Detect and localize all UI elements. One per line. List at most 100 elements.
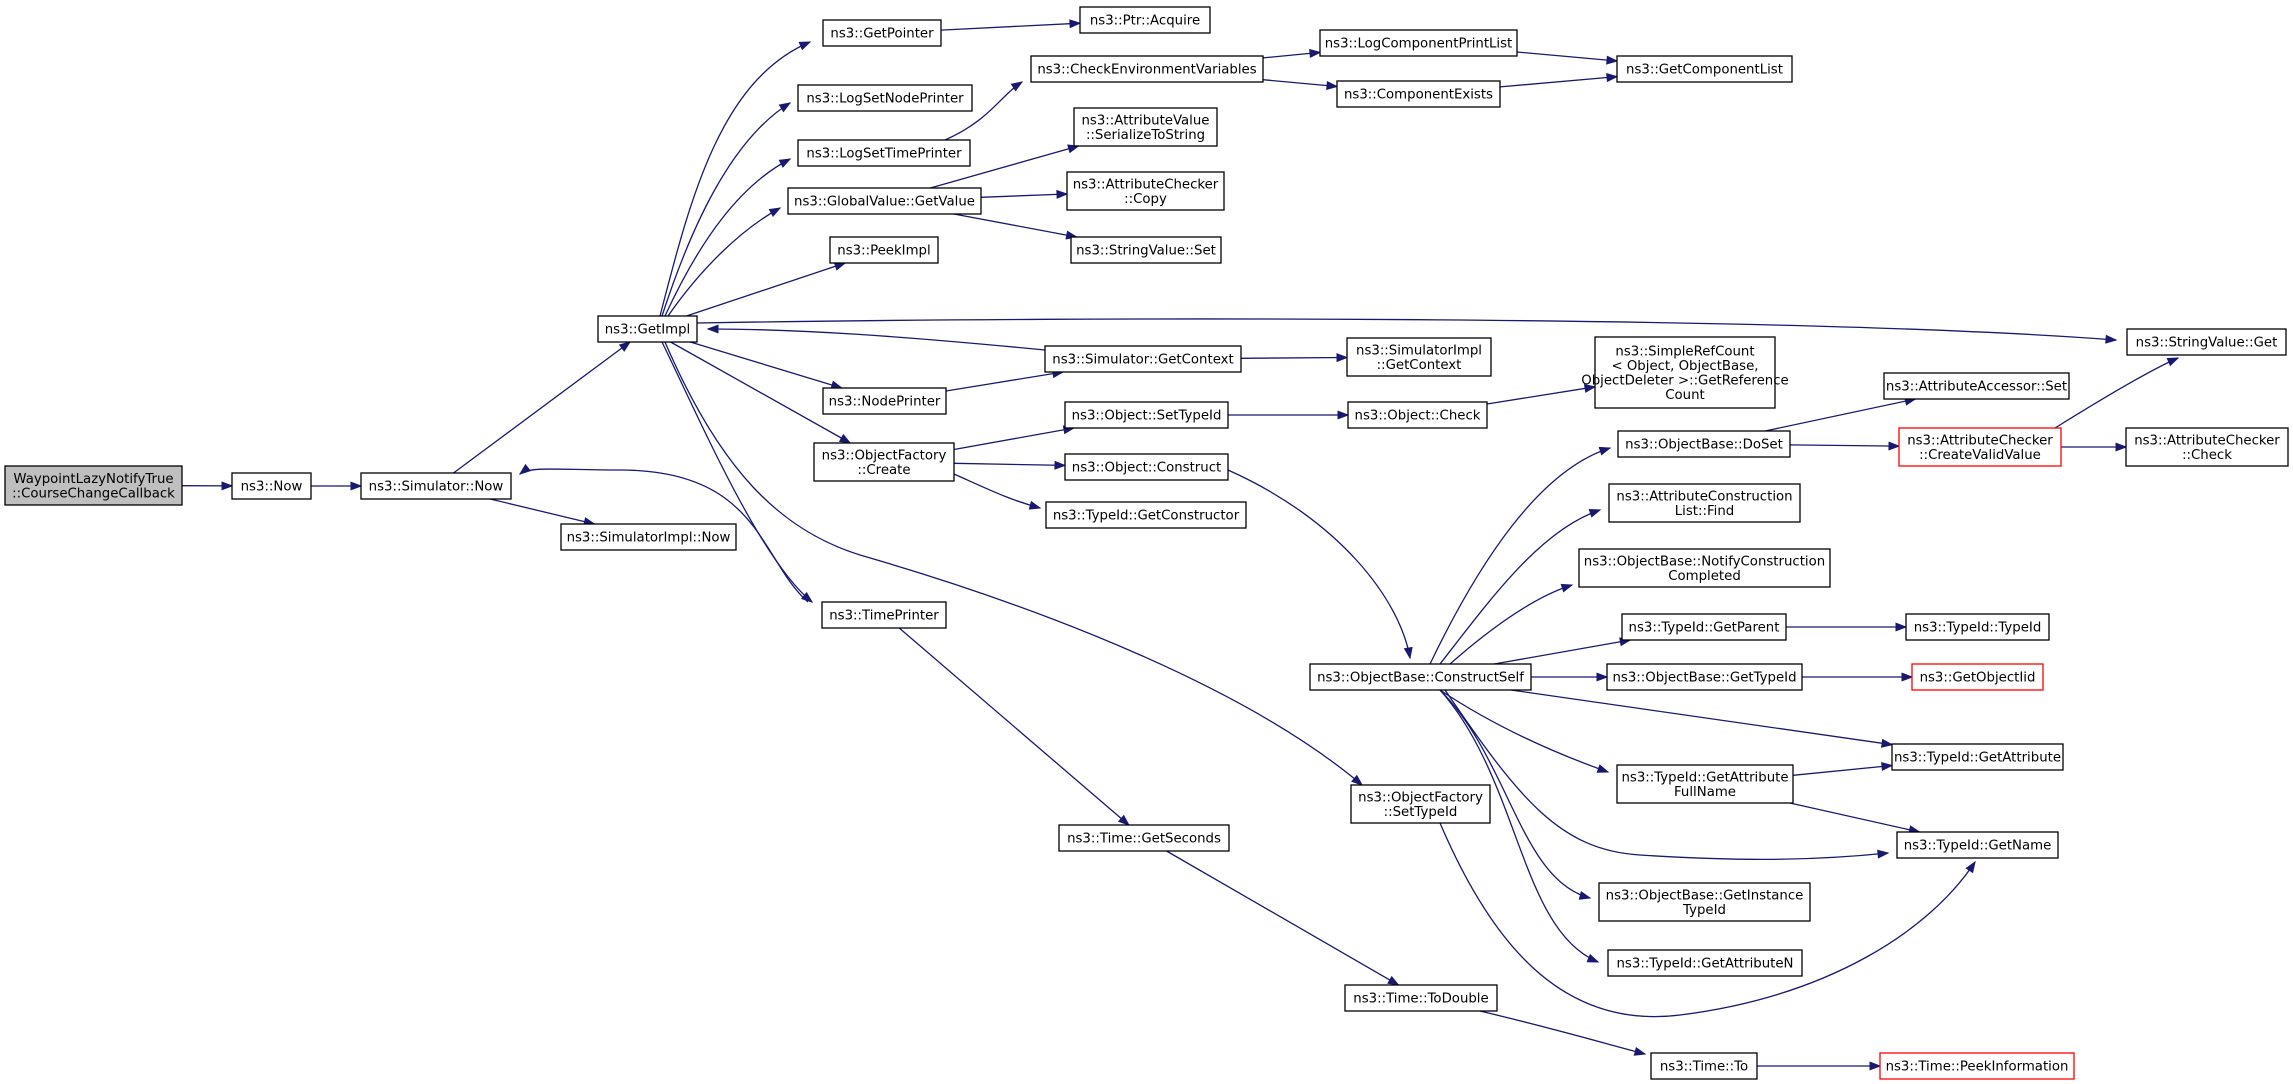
node-getimpl[interactable]: ns3::GetImpl <box>597 315 698 343</box>
edge-getimpl-to-of_create <box>670 341 852 444</box>
node-label: ns3::AttributeConstruction <box>1616 489 1792 504</box>
node-label: ns3::SimpleRefCount <box>1615 344 1754 359</box>
node-ptr-acquire[interactable]: ns3::Ptr::Acquire <box>1079 6 1211 34</box>
node-time-to[interactable]: ns3::Time::To <box>1650 1052 1758 1080</box>
node-label: ns3::Simulator::Now <box>369 480 504 495</box>
edge-getimpl-to-nodeprinter <box>690 341 844 390</box>
node-ob-notify[interactable]: ns3::ObjectBase::NotifyConstructionCompl… <box>1578 548 1831 588</box>
node-typeid-getparent[interactable]: ns3::TypeId::GetParent <box>1621 613 1787 641</box>
edge-typeid_getattrfullname-to-typeid_getname <box>1789 802 1921 835</box>
node-peekimpl[interactable]: ns3::PeekImpl <box>829 236 939 264</box>
node-timeprinter[interactable]: ns3::TimePrinter <box>821 601 947 629</box>
node-label: ns3::GetImpl <box>605 323 690 338</box>
node-label: ns3::GetComponentList <box>1626 63 1783 78</box>
node-ob-doset[interactable]: ns3::ObjectBase::DoSet <box>1617 430 1791 458</box>
node-typeid-getconstructor[interactable]: ns3::TypeId::GetConstructor <box>1045 501 1247 529</box>
node-box <box>1044 345 1242 373</box>
edge-logtimeprinter-to-checkenv <box>944 81 1024 141</box>
node-sim-getcontext[interactable]: ns3::Simulator::GetContext <box>1044 345 1242 373</box>
node-logtimeprinter[interactable]: ns3::LogSetTimePrinter <box>797 139 971 167</box>
node-box <box>1066 171 1225 211</box>
node-label: ns3::Now <box>241 480 303 495</box>
node-lognodeprinter[interactable]: ns3::LogSetNodePrinter <box>797 84 973 112</box>
node-label: ns3::ObjectFactory <box>1358 790 1483 805</box>
node-box <box>1617 430 1791 458</box>
node-logcompprint[interactable]: ns3::LogComponentPrintList <box>1319 29 1518 57</box>
node-root[interactable]: WaypointLazyNotifyTrue::CourseChangeCall… <box>4 465 183 506</box>
edge-typeid_getattrfullname-to-typeid_getattribute <box>1792 762 1894 776</box>
node-sv-get[interactable]: ns3::StringValue::Get <box>2126 328 2287 356</box>
node-label: ::Check <box>2182 448 2232 463</box>
node-time-todouble[interactable]: ns3::Time::ToDouble <box>1344 984 1498 1012</box>
node-obj-settypeid[interactable]: ns3::Object::SetTypeId <box>1064 401 1229 429</box>
node-obj-construct[interactable]: ns3::Object::Construct <box>1064 453 1229 481</box>
node-getcomplist[interactable]: ns3::GetComponentList <box>1616 55 1793 83</box>
node-typeid-typeid[interactable]: ns3::TypeId::TypeId <box>1905 613 2050 641</box>
node-label: ns3::Object::Check <box>1355 409 1481 424</box>
node-typeid-getattributen[interactable]: ns3::TypeId::GetAttributeN <box>1607 949 1803 977</box>
edge-getimpl-to-logtimeprinter <box>664 158 792 317</box>
node-box <box>829 236 939 264</box>
node-box <box>1911 663 2044 691</box>
node-label: ns3::AttributeAccessor::Set <box>1886 380 2067 395</box>
edge-ob_doset-to-attr_accessor_set <box>1764 396 1917 432</box>
node-ac-copy[interactable]: ns3::AttributeChecker::Copy <box>1066 171 1225 211</box>
node-time-getseconds[interactable]: ns3::Time::GetSeconds <box>1058 824 1230 852</box>
node-label: ns3::ObjectBase::GetInstance <box>1606 888 1804 903</box>
edge-ob_constructself-to-ob_getinstancetypeid <box>1439 689 1592 900</box>
node-attr-accessor-set[interactable]: ns3::AttributeAccessor::Set <box>1883 372 2070 400</box>
node-nodeprinter[interactable]: ns3::NodePrinter <box>822 387 947 415</box>
node-box <box>1064 401 1229 429</box>
node-ob-constructself[interactable]: ns3::ObjectBase::ConstructSelf <box>1309 663 1532 691</box>
node-label: WaypointLazyNotifyTrue <box>13 472 173 487</box>
node-time-peekinfo[interactable]: ns3::Time::PeekInformation <box>1879 1052 2075 1080</box>
edge-gv_getvalue-to-av_serialize <box>930 144 1080 189</box>
node-ac-createvalid[interactable]: ns3::AttributeChecker::CreateValidValue <box>1898 427 2062 467</box>
node-gv-getvalue[interactable]: ns3::GlobalValue::GetValue <box>787 187 982 215</box>
node-getobjectiid[interactable]: ns3::GetObjectIid <box>1911 663 2044 691</box>
edge-gv_getvalue-to-sv_set <box>953 213 1079 240</box>
node-sim-now[interactable]: ns3::Simulator::Now <box>360 472 512 500</box>
edge-of_settypeid-to-typeid_getname <box>1439 822 1976 1018</box>
node-simplerefcount[interactable]: ns3::SimpleRefCount< Object, ObjectBase,… <box>1581 336 1789 409</box>
node-box <box>1891 743 2064 771</box>
node-label: ns3::LogSetTimePrinter <box>806 147 962 162</box>
node-checkenv[interactable]: ns3::CheckEnvironmentVariables <box>1030 55 1264 83</box>
node-av-serialize[interactable]: ns3::AttributeValue::SerializeToString <box>1073 107 1218 147</box>
edge-ac_createvalid-to-ac_check <box>2061 442 2128 452</box>
node-label: ::CreateValidValue <box>1919 448 2041 463</box>
node-box <box>1064 453 1229 481</box>
node-simimpl-now[interactable]: ns3::SimulatorImpl::Now <box>560 523 737 551</box>
node-sv-set[interactable]: ns3::StringValue::Set <box>1070 236 1222 264</box>
edge-now-to-sim_now <box>311 481 363 491</box>
edge-sim_now-to-simimpl_now <box>490 498 596 526</box>
node-label: List::Find <box>1675 504 1734 519</box>
node-ac-check[interactable]: ns3::AttributeChecker::Check <box>2125 427 2289 467</box>
node-box <box>231 472 312 500</box>
node-box <box>1350 784 1491 824</box>
node-of-settypeid[interactable]: ns3::ObjectFactory::SetTypeId <box>1350 784 1491 824</box>
node-box <box>1578 548 1831 588</box>
node-getpointer[interactable]: ns3::GetPointer <box>822 19 942 47</box>
node-box <box>1336 80 1501 108</box>
node-of-create[interactable]: ns3::ObjectFactory::Create <box>813 442 955 482</box>
node-typeid-getname[interactable]: ns3::TypeId::GetName <box>1896 831 2059 859</box>
node-simimpl-getcontext[interactable]: ns3::SimulatorImpl::GetContext <box>1346 337 1492 377</box>
node-box <box>1070 236 1222 264</box>
node-typeid-getattribute[interactable]: ns3::TypeId::GetAttribute <box>1891 743 2064 771</box>
node-label: ns3::LogComponentPrintList <box>1325 37 1513 52</box>
node-obj-check[interactable]: ns3::Object::Check <box>1347 401 1488 429</box>
edge-logcompprint-to-getcomplist <box>1516 51 1619 65</box>
node-label: < Object, ObjectBase, <box>1611 359 1758 374</box>
node-label: ns3::TypeId::GetParent <box>1629 621 1780 636</box>
node-compexists[interactable]: ns3::ComponentExists <box>1336 80 1501 108</box>
edge-ob_constructself-to-ob_doset <box>1429 446 1612 665</box>
node-ob-gettypeid[interactable]: ns3::ObjectBase::GetTypeId <box>1606 663 1803 691</box>
node-box <box>1079 6 1211 34</box>
node-box <box>1594 336 1776 409</box>
node-label: FullName <box>1674 785 1736 800</box>
node-now[interactable]: ns3::Now <box>231 472 312 500</box>
